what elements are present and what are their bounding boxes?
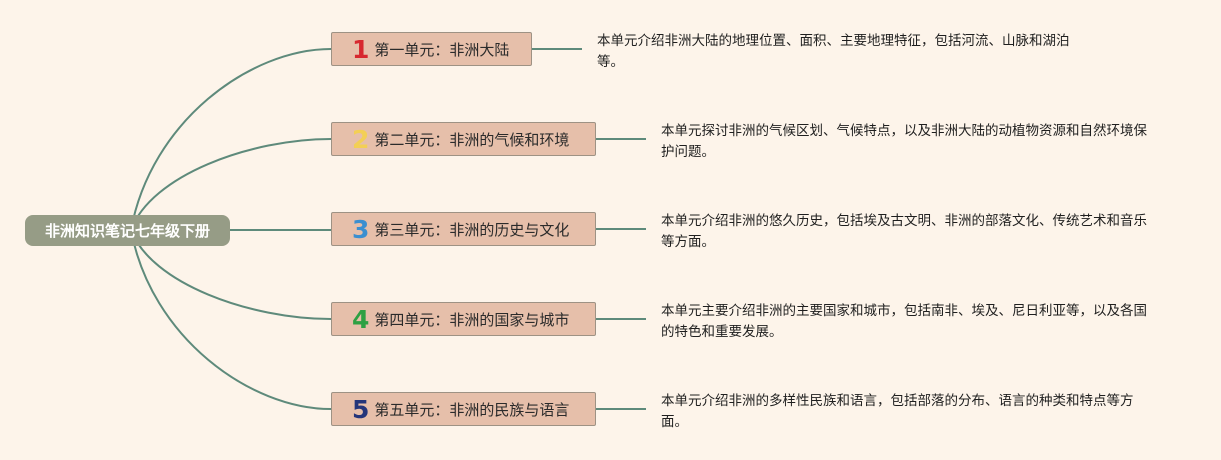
unit-number: 1 <box>352 34 370 64</box>
root-to-unit-1-connector <box>130 48 332 231</box>
unit-description-5: 本单元介绍非洲的多样性民族和语言，包括部落的分布、语言的种类和特点等方面。 <box>661 393 1134 430</box>
unit-node-2[interactable]: 2 第二单元：非洲的气候和环境 <box>331 122 596 156</box>
root-node[interactable]: 非洲知识笔记七年级下册 <box>25 215 230 246</box>
unit-node-4[interactable]: 4 第四单元：非洲的国家与城市 <box>331 302 596 336</box>
unit-node-1[interactable]: 1 第一单元：非洲大陆 <box>331 32 532 66</box>
unit-description-2: 本单元探讨非洲的气候区划、气候特点，以及非洲大陆的动植物资源和自然环境保护问题。 <box>661 123 1147 160</box>
root-to-unit-4-connector <box>130 229 332 320</box>
unit-number: 2 <box>352 124 370 154</box>
unit-description-4: 本单元主要介绍非洲的主要国家和城市，包括南非、埃及、尼日利亚等，以及各国的特色和… <box>661 303 1147 340</box>
unit-title: 第四单元：非洲的国家与城市 <box>374 310 570 329</box>
unit-title: 第五单元：非洲的民族与语言 <box>374 400 570 419</box>
unit-number: 3 <box>352 214 370 244</box>
unit-description-3: 本单元介绍非洲的悠久历史，包括埃及古文明、非洲的部落文化、传统艺术和音乐等方面。 <box>661 213 1147 250</box>
unit-number: 5 <box>352 394 370 424</box>
root-title: 非洲知识笔记七年级下册 <box>44 222 210 240</box>
unit-title: 第三单元：非洲的历史与文化 <box>374 220 570 239</box>
root-to-unit-2-connector <box>130 138 332 231</box>
unit-node-3[interactable]: 3 第三单元：非洲的历史与文化 <box>331 212 596 246</box>
unit-node-5[interactable]: 5 第五单元：非洲的民族与语言 <box>331 392 596 426</box>
unit-number: 4 <box>352 304 370 334</box>
unit-description-1: 本单元介绍非洲大陆的地理位置、面积、主要地理特征，包括河流、山脉和湖泊等。 <box>597 33 1070 70</box>
unit-title: 第一单元：非洲大陆 <box>374 40 510 59</box>
root-to-unit-5-connector <box>130 229 332 410</box>
unit-title: 第二单元：非洲的气候和环境 <box>374 130 570 149</box>
